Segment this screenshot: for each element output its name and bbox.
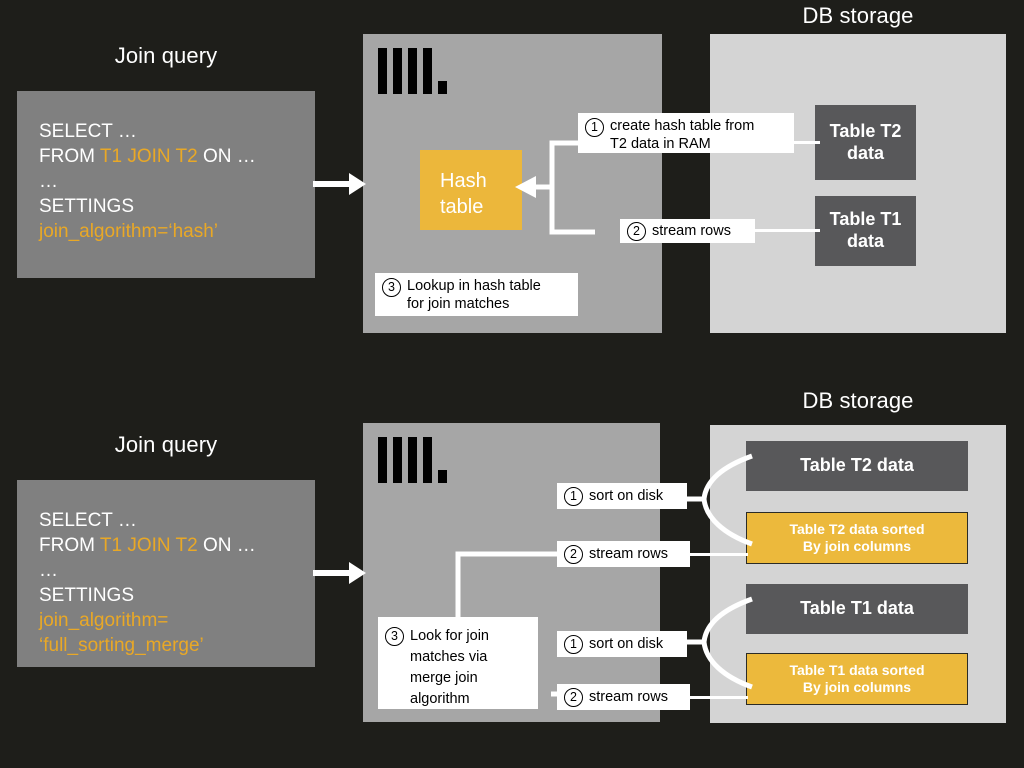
table-chip-label: Table T2 data sorted By join columns (789, 520, 925, 555)
query-box-merge: SELECT … FROM T1 JOIN T2 ON … … SETTINGS… (17, 480, 315, 667)
sort-bracket-t1 (678, 596, 753, 690)
callout-text: stream rows (589, 689, 668, 705)
callout-lookup-hash-table: 3 Lookup in hash table for join matches (375, 273, 578, 316)
callout-stream-rows-top: 2 stream rows (620, 219, 755, 243)
query-line-join-algorithm: join_algorithm= (39, 610, 169, 631)
db-storage-panel-top (710, 34, 1006, 333)
db-storage-title-bottom: DB storage (802, 388, 914, 413)
callout-text: sort on disk (589, 636, 664, 652)
query-line-ellipsis: … (39, 171, 58, 192)
query-from-suffix: ON … (197, 535, 256, 556)
join-query-title-bottom: Join query (114, 432, 218, 457)
callout-text: stream rows (589, 546, 668, 562)
callout-text: create hash table from T2 data in RAM (610, 118, 755, 152)
table-chip-label: Table T1 data sorted By join columns (789, 661, 925, 696)
hash-table-label-line2: table (440, 196, 484, 218)
query-from-suffix: ON … (197, 146, 256, 167)
table-chip-t2-data-bottom: Table T2 data (746, 441, 968, 491)
query-from-prefix: FROM (39, 146, 100, 167)
clickhouse-logo-icon-top (378, 48, 448, 94)
callout-text: Look for join matches via merge join alg… (410, 628, 489, 707)
callout-text: Lookup in hash table for join matches (407, 278, 541, 312)
db-storage-title-top: DB storage (802, 3, 914, 28)
query-line-settings: SETTINGS (39, 585, 135, 606)
callout-text: sort on disk (589, 488, 664, 504)
callout-number: 2 (564, 688, 583, 707)
query-to-server-arrow-top (313, 173, 366, 195)
table-chip-t2-data-top: Table T2 data (815, 105, 916, 180)
callout-number: 2 (627, 222, 646, 241)
callout-stream-rows-t2: 2 stream rows (557, 541, 690, 567)
table-chip-t1-data-bottom: Table T1 data (746, 584, 968, 634)
callout-number: 2 (564, 545, 583, 564)
hash-table-label-line1: Hash (440, 170, 487, 192)
table-chip-t2-sorted: Table T2 data sorted By join columns (746, 512, 968, 564)
callout-number: 3 (385, 627, 404, 646)
table-chip-label: Table T2 data (829, 120, 902, 163)
callout-number: 1 (564, 487, 583, 506)
sort-bracket-t2 (678, 453, 753, 547)
callout-number: 3 (382, 278, 401, 297)
connector-stream-rows-t1 (688, 696, 748, 699)
query-to-server-arrow-bottom (313, 562, 366, 584)
query-line-ellipsis: … (39, 560, 58, 581)
query-line-join-algorithm-value: ‘full_sorting_merge’ (39, 635, 204, 656)
query-tables: T1 JOIN T2 (99, 146, 198, 167)
callout-create-hash-table: 1 create hash table from T2 data in RAM (578, 113, 794, 153)
connector-callout2-to-t1 (755, 229, 820, 232)
query-line-select: SELECT … (39, 121, 137, 142)
callout-look-for-join-matches: 3 Look for join matches via merge join a… (378, 617, 538, 709)
table-chip-t1-sorted: Table T1 data sorted By join columns (746, 653, 968, 705)
query-from-prefix: FROM (39, 535, 100, 556)
callout-number: 1 (585, 118, 604, 137)
callout-sort-on-disk-t1: 1 sort on disk (557, 631, 687, 657)
callout-number: 1 (564, 635, 583, 654)
query-line-select: SELECT … (39, 510, 137, 531)
clickhouse-logo-icon-bottom (378, 437, 448, 483)
table-chip-label: Table T1 data (800, 598, 914, 619)
callout-text: stream rows (652, 223, 731, 239)
query-box-hash: SELECT … FROM T1 JOIN T2 ON … … SETTINGS… (17, 91, 315, 278)
join-query-title-top: Join query (114, 43, 218, 68)
query-tables: T1 JOIN T2 (99, 535, 198, 556)
query-line-from: FROM T1 JOIN T2 ON … (39, 533, 315, 558)
connector-callout1-to-t2 (790, 141, 820, 144)
query-line-settings: SETTINGS (39, 196, 135, 217)
query-line-join-algorithm: join_algorithm=‘hash’ (39, 221, 219, 242)
connector-stream-rows-t2 (688, 553, 748, 556)
table-chip-t1-data-top: Table T1 data (815, 196, 916, 266)
query-line-from: FROM T1 JOIN T2 ON … (39, 144, 315, 169)
table-chip-label: Table T2 data (800, 455, 914, 476)
callout-sort-on-disk-t2: 1 sort on disk (557, 483, 687, 509)
hash-table-feed-connector (515, 140, 595, 235)
callout-stream-rows-t1: 2 stream rows (557, 684, 690, 710)
table-chip-label: Table T1 data (829, 209, 902, 251)
hash-table-box: Hash table (420, 150, 522, 230)
